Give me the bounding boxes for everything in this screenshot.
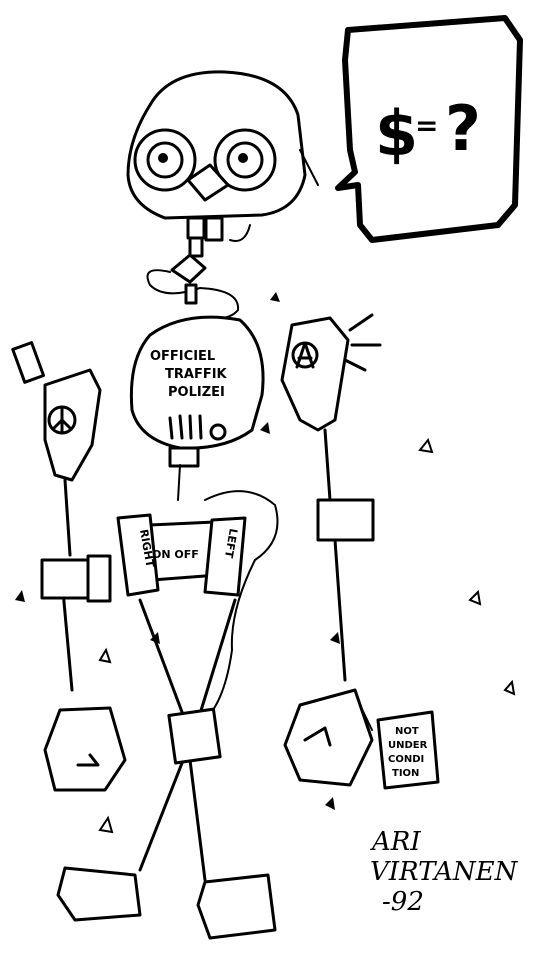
- chest-label-line1: OFFICIEL: [150, 349, 215, 364]
- right-arm: [280, 313, 382, 787]
- signature-line2: VIRTANEN: [370, 857, 519, 887]
- robot-neck: [146, 236, 240, 320]
- switch-label: ON OFF: [152, 548, 199, 561]
- tag-line3: CONDI: [388, 754, 424, 765]
- artist-signature: ARI VIRTANEN -92: [370, 827, 519, 917]
- chest-label-line2: TRAFFIK: [165, 367, 228, 382]
- question-text: ?: [445, 92, 481, 165]
- signature-line3: -92: [382, 887, 424, 917]
- speech-bubble: $ = ?: [335, 15, 523, 243]
- tag-line2: UNDER: [388, 740, 428, 751]
- tag-line1: NOT: [395, 726, 419, 737]
- robot-torso: OFFICIEL TRAFFIK POLIZEI: [129, 315, 265, 501]
- left-label: LEFT: [222, 527, 240, 559]
- robot-head: [126, 70, 319, 242]
- tag-line4: TION: [392, 768, 419, 779]
- condition-tag: NOT UNDER CONDI TION: [359, 704, 440, 790]
- signature-line1: ARI: [370, 827, 421, 857]
- left-arm: [11, 341, 127, 792]
- equals-text: =: [415, 109, 438, 142]
- chest-label-line3: POLIZEI: [168, 385, 225, 400]
- dollar-text: $: [375, 97, 418, 170]
- debris-shards: [15, 292, 516, 834]
- control-box: ON OFF RIGHT LEFT: [116, 490, 279, 721]
